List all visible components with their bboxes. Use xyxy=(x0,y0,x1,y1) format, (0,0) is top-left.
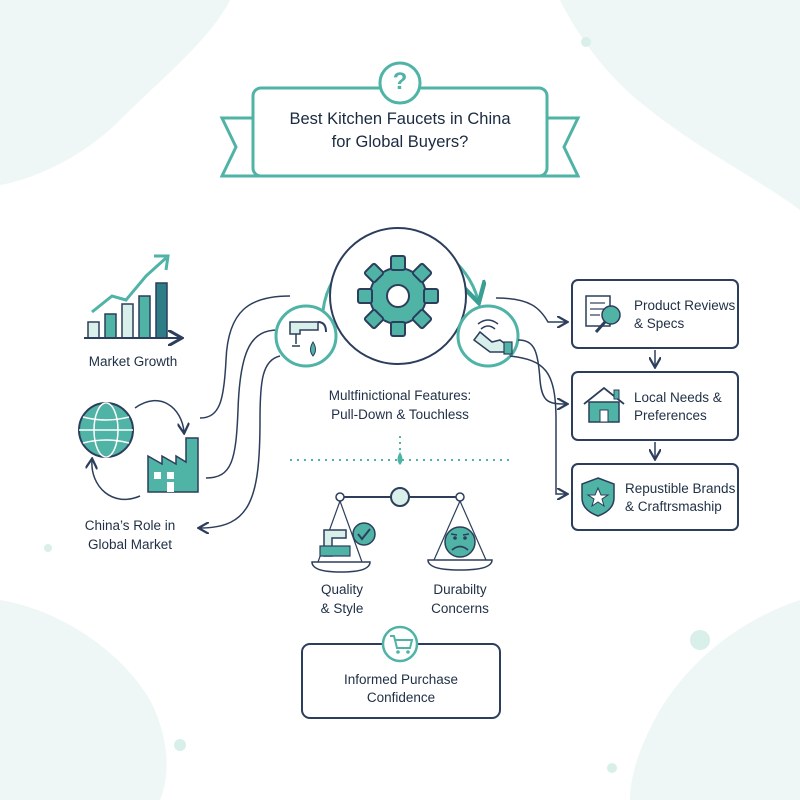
quality-line-1: Quality xyxy=(320,582,364,597)
reviews-box-label: Product Reviews & Specs xyxy=(634,297,735,333)
reviews-line-2: & Specs xyxy=(634,316,685,331)
local-needs-line-2: Preferences xyxy=(634,408,707,423)
sad-face-icon xyxy=(444,526,476,558)
quality-style-label: Quality & Style xyxy=(294,580,390,618)
connector-middle xyxy=(205,329,279,479)
reviews-line-1: Product Reviews xyxy=(634,298,736,313)
shield-star-icon xyxy=(581,477,615,517)
china-role-label: China’s Role in Global Market xyxy=(60,516,200,554)
touchless-hand-icon xyxy=(472,319,513,355)
connector-upper xyxy=(199,295,291,419)
market-growth-label: Market Growth xyxy=(88,354,178,369)
features-line-2: Pull-Down & Touchless xyxy=(331,407,469,422)
title-line-1: Best Kitchen Faucets in China xyxy=(289,110,511,128)
local-needs-box-label: Local Needs & Preferences xyxy=(634,389,722,425)
document-magnifier-icon xyxy=(585,295,621,334)
durability-concerns-label: Durabilty Concerns xyxy=(412,580,508,618)
brands-box xyxy=(571,463,739,531)
water-drop-icon xyxy=(397,452,403,465)
bar-chart-icon xyxy=(84,254,180,338)
features-line-1: Multfinictional Features: xyxy=(328,388,472,403)
cycle-arrow-bottom xyxy=(92,460,141,501)
china-role-line-1: China’s Role in xyxy=(84,518,176,533)
faucet-icon xyxy=(289,321,327,357)
quality-line-2: & Style xyxy=(320,601,364,616)
title-line-2: for Global Buyers? xyxy=(331,133,469,151)
features-label: Multfinictional Features: Pull-Down & To… xyxy=(298,386,502,424)
local-needs-line-1: Local Needs & xyxy=(634,390,722,405)
faucet-circle xyxy=(274,304,338,368)
brands-line-2: & Craftrsmaship xyxy=(625,499,722,514)
question-mark: ? xyxy=(392,68,408,95)
connector-to-local xyxy=(517,339,566,404)
house-icon xyxy=(583,386,625,423)
connector-to-brands xyxy=(509,355,566,494)
question-badge xyxy=(378,61,422,105)
gear-icon xyxy=(357,255,439,337)
durability-line-1: Durabilty xyxy=(433,582,487,597)
local-needs-box xyxy=(571,371,739,441)
brands-box-label: Repustible Brands & Craftrsmaship xyxy=(625,480,735,516)
result-line-2: Confidence xyxy=(366,690,436,705)
faucet-check-icon xyxy=(319,522,376,557)
connector-to-reviews xyxy=(495,297,566,322)
factory-icon xyxy=(147,437,199,493)
result-line-1: Informed Purchase xyxy=(343,672,459,687)
china-role-line-2: Global Market xyxy=(87,537,173,552)
result-label: Informed Purchase Confidence xyxy=(302,671,500,707)
connector-lower xyxy=(200,355,281,528)
durability-line-2: Concerns xyxy=(431,601,489,616)
globe-icon xyxy=(78,402,134,458)
title-banner xyxy=(219,61,581,178)
shopping-cart-icon xyxy=(390,635,414,654)
brands-line-1: Repustible Brands xyxy=(625,481,736,496)
reviews-box xyxy=(571,279,739,349)
cycle-arrow-top xyxy=(134,399,184,432)
page-title: Best Kitchen Faucets in China for Global… xyxy=(258,108,542,154)
touchless-circle xyxy=(456,304,520,368)
balance-scale-icon xyxy=(311,487,493,573)
